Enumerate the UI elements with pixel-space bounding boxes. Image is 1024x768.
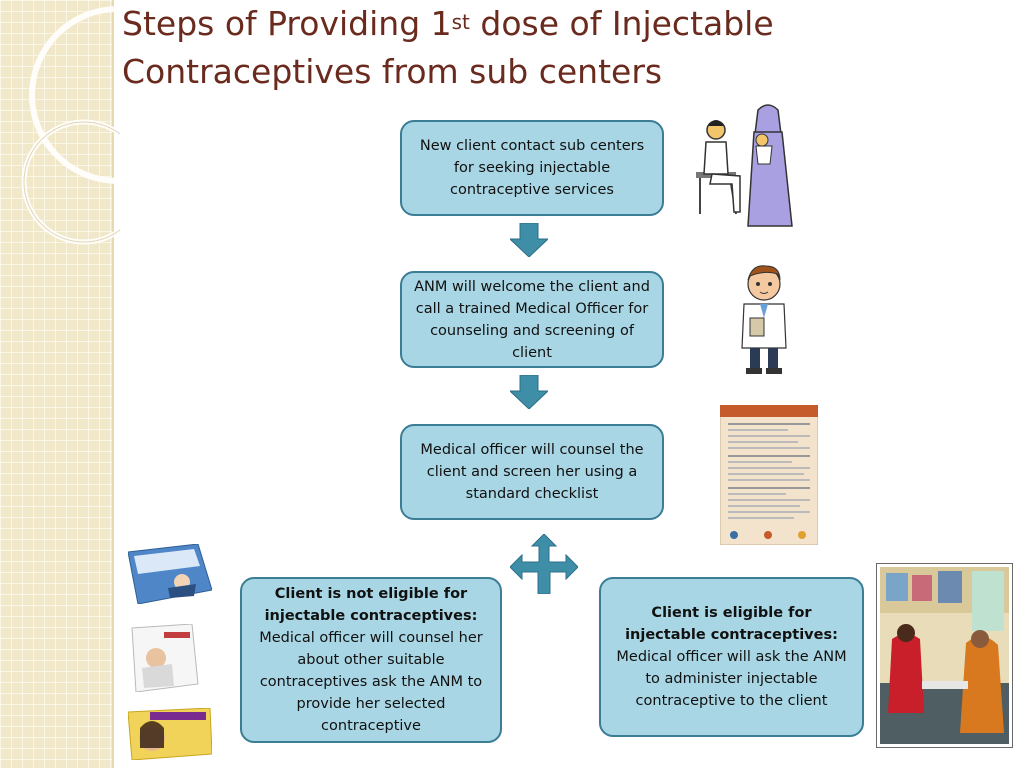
eligible-content: Client is eligible for injectable contra… [613,602,850,712]
step-new-client-box: New client contact sub centers for seeki… [400,120,664,216]
contraceptive-pack-image [131,624,199,692]
women-illustration [696,104,793,227]
eligible-heading: Client is eligible for injectable contra… [625,605,838,643]
step-new-client-text: New client contact sub centers for seeki… [419,138,645,198]
eligible-box: Client is eligible for injectable contra… [599,577,864,737]
contraceptive-pack-image [128,708,212,760]
step-anm-welcome-box: ANM will welcome the client and call a t… [400,271,664,368]
step-counsel-screen-box: Medical officer will counsel the client … [400,424,664,520]
side-band-edge [112,0,114,768]
doctor-illustration [741,265,787,374]
down-arrow-icon [510,375,548,409]
slide-title: Steps of Providing 1st dose of Injectabl… [122,4,774,91]
step-counsel-screen-text: Medical officer will counsel the client … [420,442,644,502]
not-eligible-heading: Client is not eligible for injectable co… [264,586,478,624]
not-eligible-text: Medical officer will counsel her about o… [259,630,483,734]
eligible-text: Medical officer will ask the ANM to admi… [616,649,847,709]
down-arrow-icon [510,223,548,257]
contraceptive-pack-image [128,544,212,604]
decorative-circles [21,6,120,245]
not-eligible-box: Client is not eligible for injectable co… [240,577,502,743]
not-eligible-content: Client is not eligible for injectable co… [254,583,488,737]
checklist-document-image [720,405,818,545]
split-arrow-icon [510,534,578,594]
clinic-photo [876,563,1013,748]
step-anm-welcome-text: ANM will welcome the client and call a t… [414,278,650,361]
